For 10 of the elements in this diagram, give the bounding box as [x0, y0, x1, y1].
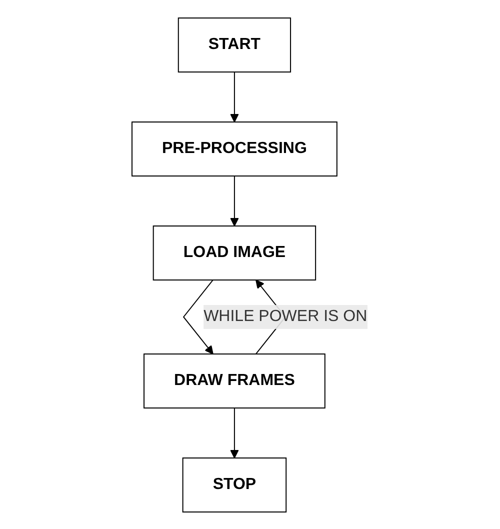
arrow — [230, 175, 240, 226]
arrow — [230, 71, 240, 122]
arrow — [183, 279, 214, 354]
node-box: STOP — [182, 456, 288, 512]
node-box: DRAW FRAMES — [144, 353, 326, 408]
node-box: START — [178, 17, 292, 72]
edge-label: WHILE POWER IS ON — [204, 307, 368, 324]
node-box: PRE-PROCESSING — [132, 121, 338, 176]
arrow — [230, 407, 240, 458]
node-box: LOAD IMAGE — [153, 225, 316, 280]
